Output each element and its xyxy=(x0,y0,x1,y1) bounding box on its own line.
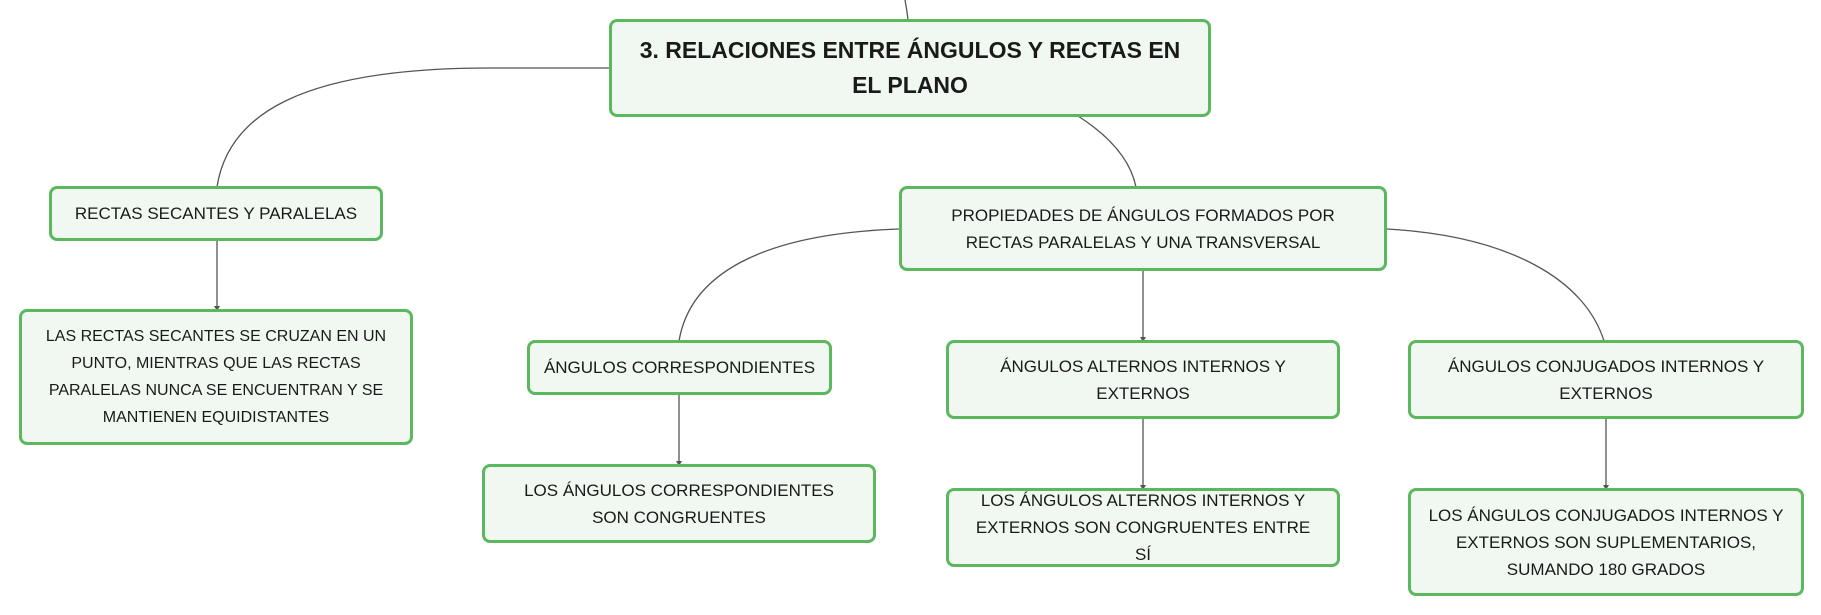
connector-propiedades-to-correspondientes xyxy=(678,228,900,342)
topic-angulos-alternos-desc-label: LOS ÁNGULOS ALTERNOS INTERNOS Y EXTERNOS… xyxy=(975,491,1311,564)
topic-angulos-correspondientes-desc-label: LOS ÁNGULOS CORRESPONDIENTES SON CONGRUE… xyxy=(524,480,834,527)
topic-angulos-alternos[interactable]: ÁNGULOS ALTERNOS INTERNOS Y EXTERNOS xyxy=(946,340,1340,419)
topic-angulos-conjugados[interactable]: ÁNGULOS CONJUGADOS INTERNOS Y EXTERNOS xyxy=(1408,340,1804,419)
topic-rectas-secantes-desc-label: LAS RECTAS SECANTES SE CRUZAN EN UN PUNT… xyxy=(45,328,387,426)
topic-angulos-conjugados-label: ÁNGULOS CONJUGADOS INTERNOS Y EXTERNOS xyxy=(1447,356,1765,403)
topic-propiedades[interactable]: PROPIEDADES DE ÁNGULOS FORMADOS POR RECT… xyxy=(899,186,1387,271)
topic-angulos-alternos-desc[interactable]: LOS ÁNGULOS ALTERNOS INTERNOS Y EXTERNOS… xyxy=(946,488,1340,567)
connector-root-to-propiedades xyxy=(1077,115,1137,188)
connector-root-to-secantes xyxy=(216,67,609,188)
arrowhead-alternos xyxy=(1140,337,1146,342)
topic-angulos-conjugados-desc-label: LOS ÁNGULOS CONJUGADOS INTERNOS Y EXTERN… xyxy=(1428,505,1784,579)
arrowhead-alternos-desc xyxy=(1140,485,1146,490)
connector-propiedades-to-conjugados xyxy=(1386,228,1605,342)
topic-angulos-correspondientes-label: ÁNGULOS CORRESPONDIENTES xyxy=(543,358,816,377)
topic-propiedades-label: PROPIEDADES DE ÁNGULOS FORMADOS POR RECT… xyxy=(951,205,1335,252)
topic-angulos-correspondientes[interactable]: ÁNGULOS CORRESPONDIENTES xyxy=(527,340,832,395)
arrowhead-correspondientes-desc xyxy=(676,461,682,466)
arrowhead-secantes-desc xyxy=(214,306,220,311)
topic-rectas-secantes-label: RECTAS SECANTES Y PARALELAS xyxy=(74,204,358,223)
root-topic[interactable]: 3. RELACIONES ENTRE ÁNGULOS Y RECTAS EN … xyxy=(609,19,1211,117)
topic-rectas-secantes-desc[interactable]: LAS RECTAS SECANTES SE CRUZAN EN UN PUNT… xyxy=(19,309,413,445)
topic-rectas-secantes[interactable]: RECTAS SECANTES Y PARALELAS xyxy=(49,186,383,241)
topic-angulos-correspondientes-desc[interactable]: LOS ÁNGULOS CORRESPONDIENTES SON CONGRUE… xyxy=(482,464,876,543)
connector-parent-to-root xyxy=(904,0,909,21)
topic-angulos-conjugados-desc[interactable]: LOS ÁNGULOS CONJUGADOS INTERNOS Y EXTERN… xyxy=(1408,488,1804,596)
arrowhead-conjugados-desc xyxy=(1603,485,1609,490)
root-topic-label: 3. RELACIONES ENTRE ÁNGULOS Y RECTAS EN … xyxy=(639,37,1181,98)
topic-angulos-alternos-label: ÁNGULOS ALTERNOS INTERNOS Y EXTERNOS xyxy=(1000,356,1286,403)
